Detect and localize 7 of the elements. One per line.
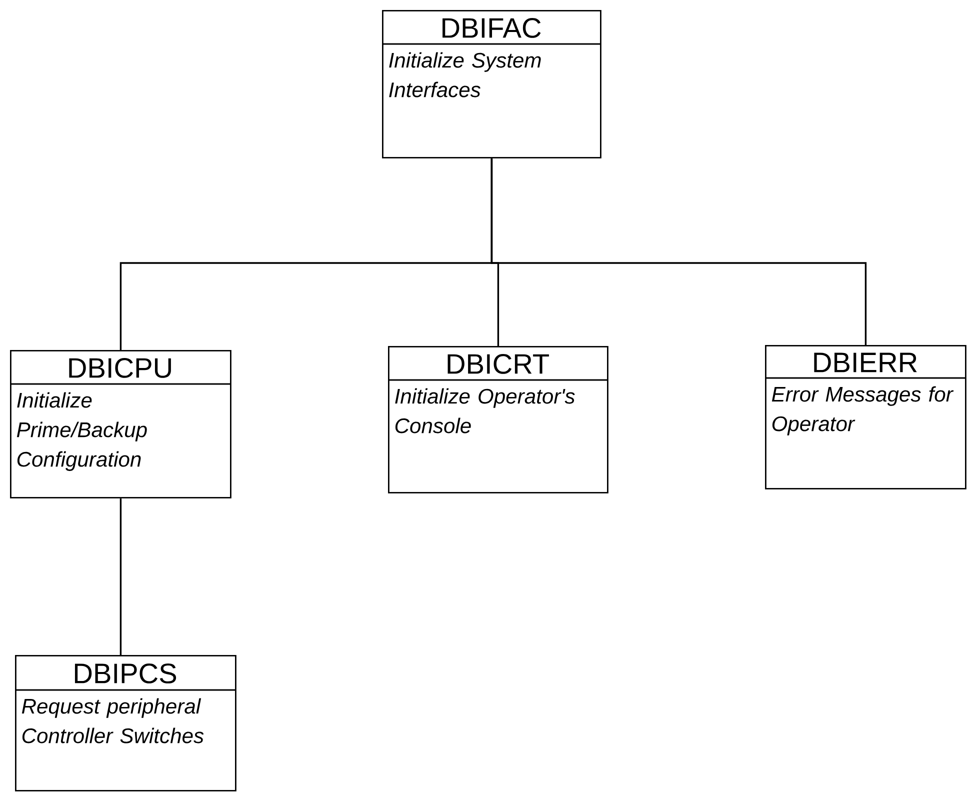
connector-line [490,158,867,345]
module-box: DBIFAC Initialize System Interfaces [382,10,602,158]
module-box: DBIERR Error Messages for Operator [765,344,966,490]
connector-line [120,498,122,655]
module-box: DBICRT Initialize Operator's Console [388,346,608,494]
module-box: DBICPU Initialize Prime/Backup Configuration [10,350,232,498]
module-box: DBIPCS Request peripheral Controller Switches [15,654,236,792]
